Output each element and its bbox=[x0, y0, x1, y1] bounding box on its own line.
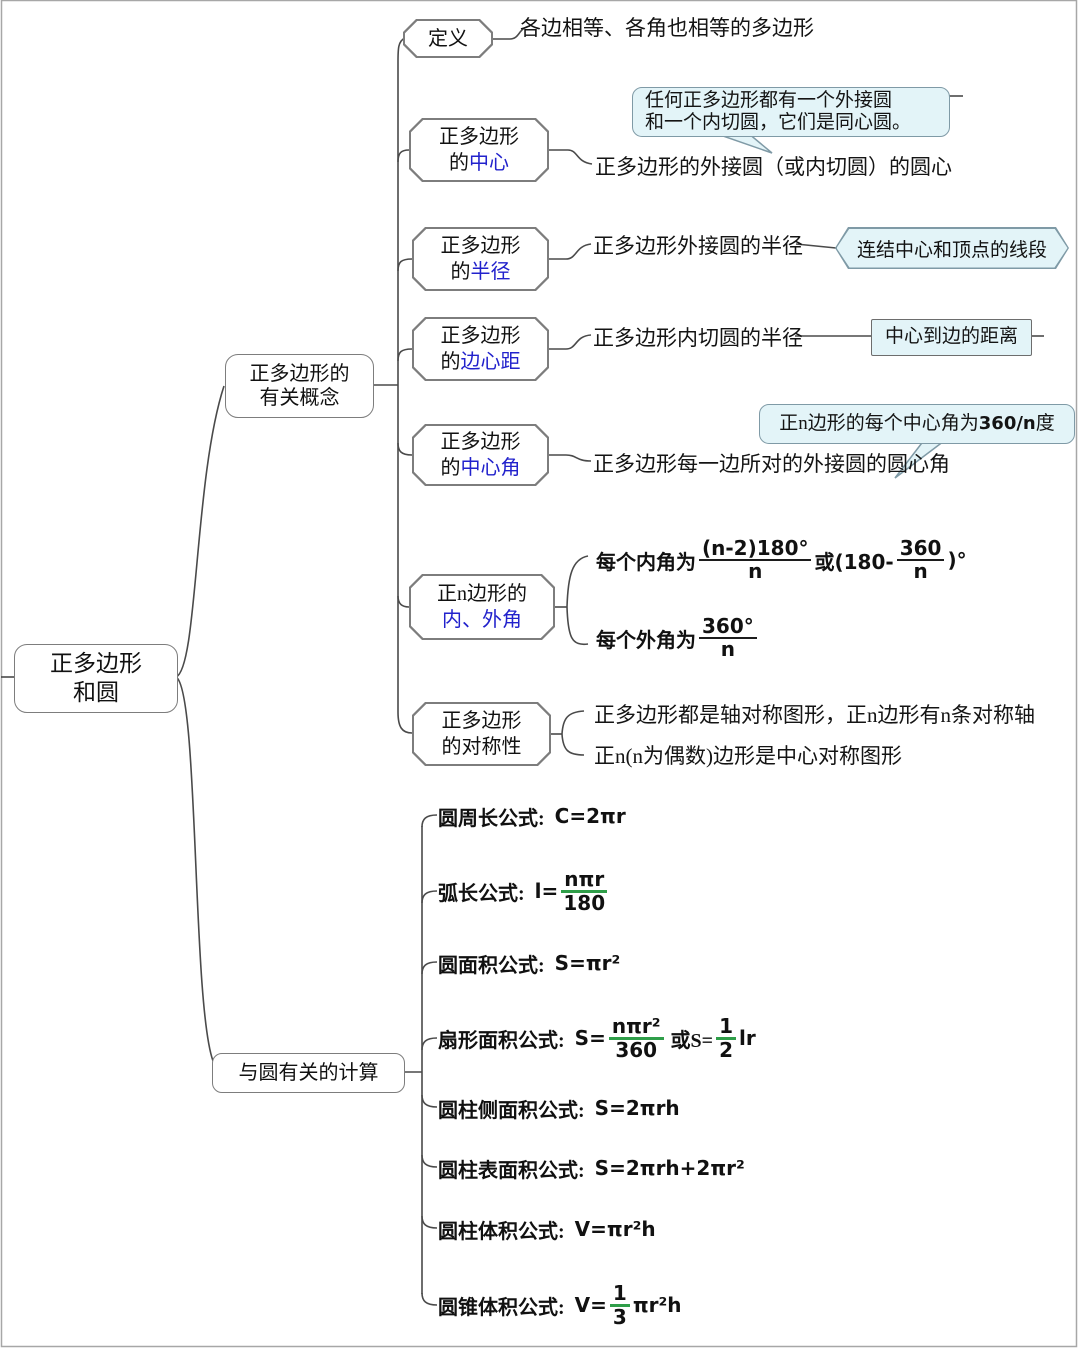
calc-row-formula: C=2πr bbox=[554, 804, 626, 828]
calc-row-formula-pre: S= bbox=[574, 1026, 606, 1050]
node-definition-label: 定义 bbox=[428, 27, 468, 50]
leaf-radius: 正多边形外接圆的半径 bbox=[593, 234, 803, 258]
node-apothem-line2: 的边心距 bbox=[440, 351, 521, 373]
callout-circumcircle-note: 任何正多边形都有一个外接圆 和一个内切圆，它们是同心圆。 bbox=[632, 87, 950, 137]
node-central-angle-line1: 正多边形 bbox=[440, 431, 521, 453]
calc-row-fraction: nπr 180 bbox=[561, 868, 608, 914]
leaf-definition: 各边相等、各角也相等的多边形 bbox=[520, 16, 814, 40]
calc-row-fraction-2: 1 2 bbox=[716, 1015, 736, 1061]
formula-exterior-angle: 每个外角为 360° n bbox=[596, 610, 760, 666]
callout-central-angle-prefix: 正n边形的每个中心角为 bbox=[779, 412, 979, 434]
calc-row-cone-volume: 圆锥体积公式: V= 1 3 πr²h bbox=[438, 1279, 682, 1331]
leaf-symmetry-1: 正多边形都是轴对称图形，正n边形有n条对称轴 bbox=[594, 703, 1035, 727]
leaf-symmetry-2: 正n(n为偶数)边形是中心对称图形 bbox=[594, 744, 902, 768]
interior-angle-fraction-2: 360 n bbox=[896, 538, 945, 582]
calc-row-label: 扇形面积公式: bbox=[438, 1029, 565, 1052]
calc-row-formula: S=2πrh bbox=[594, 1096, 680, 1120]
branch-node-circle-calculations: 与圆有关的计算 bbox=[212, 1053, 405, 1093]
branch-concepts-line2: 有关概念 bbox=[259, 387, 340, 409]
calc-row-label: 圆周长公式: bbox=[438, 807, 545, 830]
calc-row-circumference: 圆周长公式: C=2πr bbox=[438, 803, 626, 830]
calc-row-fraction: 1 3 bbox=[609, 1282, 630, 1328]
callout-radius-segment: 连结中心和顶点的线段 bbox=[835, 227, 1069, 269]
callout-radius-text: 连结中心和顶点的线段 bbox=[856, 239, 1047, 261]
node-center: 正多边形 的中心 bbox=[409, 118, 549, 182]
calc-row-label: 圆柱体积公式: bbox=[438, 1220, 565, 1243]
node-center-line1: 正多边形 bbox=[439, 126, 519, 148]
calc-row-label: 圆锥体积公式: bbox=[438, 1296, 565, 1319]
node-central-angle: 正多边形 的中心角 bbox=[412, 424, 549, 486]
node-radius-line1: 正多边形 bbox=[440, 235, 521, 257]
root-line2: 和圆 bbox=[73, 679, 119, 705]
calc-row-fraction-1: nπr² 360 bbox=[608, 1015, 664, 1061]
interior-angle-text: 每个内角为 bbox=[596, 551, 696, 574]
node-apothem: 正多边形 的边心距 bbox=[412, 317, 549, 381]
calc-row-arc-length: 弧长公式: l= nπr 180 bbox=[438, 865, 610, 917]
node-symmetry-line1: 正多边形 bbox=[441, 710, 522, 732]
exterior-angle-text: 每个外角为 bbox=[596, 629, 696, 652]
node-central-angle-line2: 的中心角 bbox=[440, 457, 521, 479]
calc-row-formula-post: lr bbox=[738, 1026, 756, 1050]
callout-apothem-text: 中心到边的距离 bbox=[884, 326, 1018, 348]
calc-row-cylinder-surface-area: 圆柱表面积公式: S=2πrh+2πr² bbox=[438, 1155, 745, 1182]
calc-row-formula-pre: V= bbox=[574, 1293, 607, 1317]
interior-angle-fraction-1: (n-2)180° n bbox=[699, 538, 812, 582]
interior-angle-or: 或(180- bbox=[814, 549, 894, 574]
exterior-angle-fraction: 360° n bbox=[699, 616, 757, 660]
calc-row-sector-area: 扇形面积公式: S= nπr² 360 或S= 1 2 lr bbox=[438, 1012, 756, 1064]
callout-apothem-distance: 中心到边的距离 bbox=[871, 319, 1032, 356]
branch-calc-label: 与圆有关的计算 bbox=[238, 1061, 379, 1084]
node-angles-line2: 内、外角 bbox=[442, 609, 522, 631]
calc-row-circle-area: 圆面积公式: S=πr² bbox=[438, 950, 621, 977]
calc-row-formula: V=πr²h bbox=[574, 1217, 656, 1241]
leaf-central-angle: 正多边形每一边所对的外接圆的圆心角 bbox=[593, 452, 950, 476]
node-radius: 正多边形 的半径 bbox=[412, 227, 549, 291]
calc-row-formula-post: πr²h bbox=[632, 1293, 682, 1317]
node-center-line2: 的中心 bbox=[449, 152, 509, 174]
branch-node-concepts: 正多边形的 有关概念 bbox=[225, 354, 374, 418]
calc-row-formula-pre: l= bbox=[534, 879, 559, 903]
calc-row-label: 圆面积公式: bbox=[438, 954, 545, 977]
node-symmetry: 正多边形 的对称性 bbox=[412, 702, 551, 766]
node-definition: 定义 bbox=[403, 19, 493, 58]
calc-row-label: 弧长公式: bbox=[438, 882, 525, 905]
calc-row-cylinder-volume: 圆柱体积公式: V=πr²h bbox=[438, 1216, 656, 1243]
callout-central-angle-suffix: 度 bbox=[1035, 412, 1055, 434]
callout-circumcircle-line2: 和一个内切圆，它们是同心圆。 bbox=[645, 112, 912, 133]
calc-row-label: 圆柱侧面积公式: bbox=[438, 1099, 585, 1122]
branch-concepts-line1: 正多边形的 bbox=[249, 362, 350, 385]
node-apothem-line1: 正多边形 bbox=[440, 325, 521, 347]
calc-row-or: 或S= bbox=[670, 1029, 714, 1052]
callout-central-angle-value: 360/n bbox=[978, 413, 1036, 435]
node-symmetry-line2: 的对称性 bbox=[441, 736, 522, 758]
formula-interior-angle: 每个内角为 (n-2)180° n 或(180- 360 n )° bbox=[596, 532, 967, 588]
node-radius-line2: 的半径 bbox=[450, 261, 511, 283]
calc-row-formula: S=πr² bbox=[554, 951, 621, 975]
node-angles-line1: 正n边形的 bbox=[437, 583, 527, 605]
calc-row-formula: S=2πrh+2πr² bbox=[594, 1156, 745, 1180]
root-line1: 正多边形 bbox=[50, 651, 142, 677]
interior-angle-close: )° bbox=[947, 548, 967, 572]
calc-row-cylinder-lateral-area: 圆柱侧面积公式: S=2πrh bbox=[438, 1095, 680, 1122]
calc-row-label: 圆柱表面积公式: bbox=[438, 1159, 585, 1182]
leaf-apothem: 正多边形内切圆的半径 bbox=[593, 326, 803, 350]
node-interior-exterior-angles: 正n边形的 内、外角 bbox=[409, 574, 555, 640]
callout-circumcircle-line1: 任何正多边形都有一个外接圆 bbox=[645, 89, 893, 111]
root-node-regular-polygon-and-circle: 正多边形 和圆 bbox=[14, 644, 178, 713]
leaf-center: 正多边形的外接圆（或内切圆）的圆心 bbox=[595, 155, 952, 179]
